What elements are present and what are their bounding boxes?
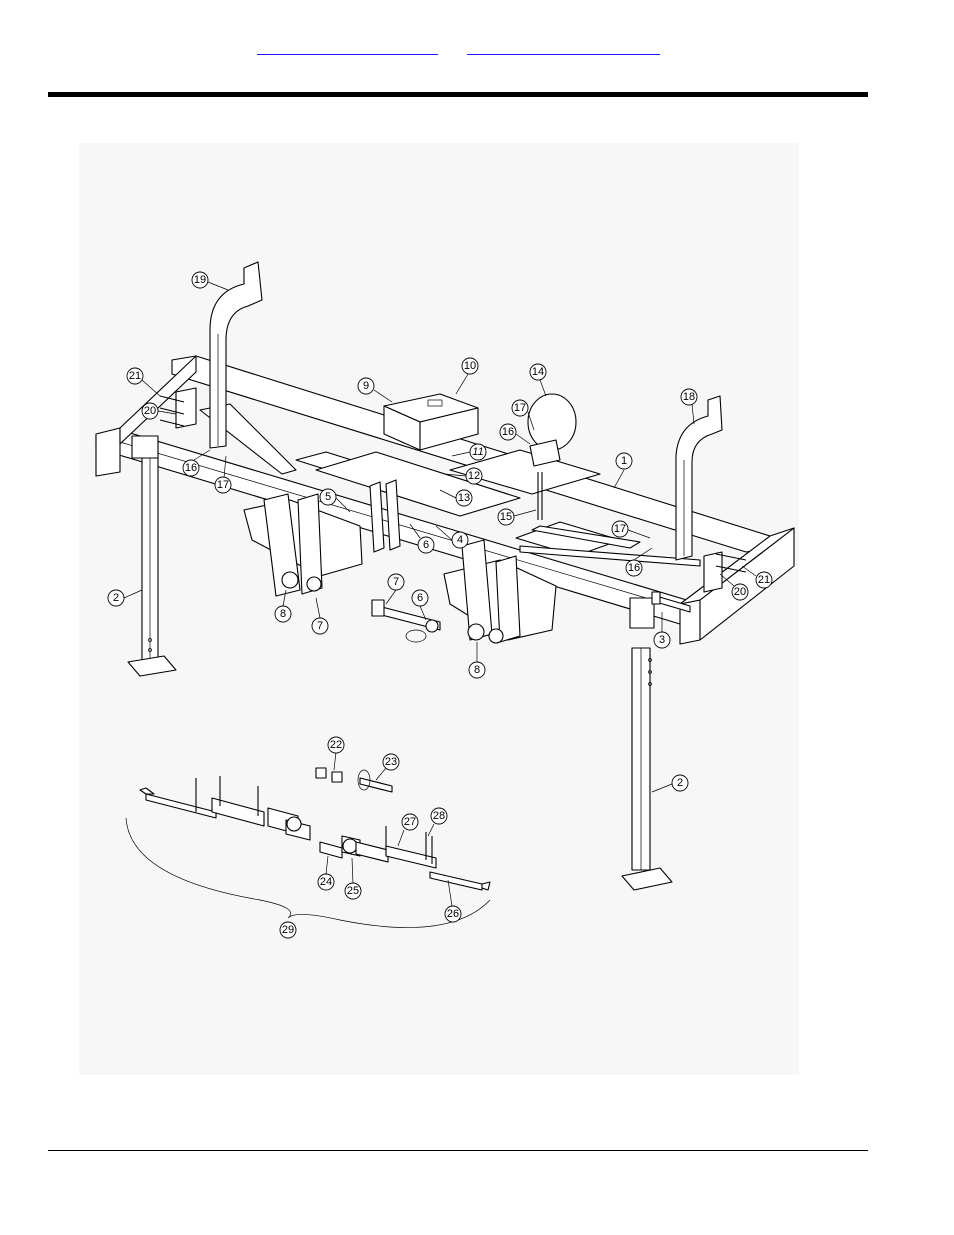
callout-7-top: 7 xyxy=(385,573,405,605)
callouts: 1 2 2 3 4 5 6 6 7 7 8 8 9 10 11 12 13 14… xyxy=(107,271,773,939)
svg-text:19: 19 xyxy=(194,274,206,286)
callout-27: 27 xyxy=(397,813,419,847)
hitch-plates-right xyxy=(443,539,557,644)
header-link-2[interactable] xyxy=(467,40,660,55)
svg-text:4: 4 xyxy=(457,534,463,546)
callout-6-lower: 6 xyxy=(411,589,429,621)
callout-23: 23 xyxy=(375,753,400,781)
callout-17-right: 17 xyxy=(611,520,651,539)
bracket-right xyxy=(703,551,747,593)
callout-3: 3 xyxy=(653,612,671,649)
svg-text:13: 13 xyxy=(458,492,470,504)
footer-rule xyxy=(48,1150,868,1151)
svg-text:8: 8 xyxy=(474,664,480,676)
callout-24: 24 xyxy=(317,855,335,891)
callout-22: 22 xyxy=(327,736,345,771)
callout-17-top: 17 xyxy=(511,399,535,431)
svg-text:17: 17 xyxy=(514,402,526,414)
svg-text:18: 18 xyxy=(683,391,695,403)
callout-29: 29 xyxy=(279,921,297,939)
svg-text:17: 17 xyxy=(614,523,626,535)
svg-text:27: 27 xyxy=(404,816,416,828)
callout-2-left: 2 xyxy=(107,589,143,607)
callout-25: 25 xyxy=(344,857,362,900)
svg-text:25: 25 xyxy=(347,885,359,897)
svg-text:16: 16 xyxy=(502,426,514,438)
svg-text:9: 9 xyxy=(363,380,369,392)
callout-13: 13 xyxy=(439,489,473,507)
parking-stand-left xyxy=(127,435,177,677)
callout-11: 11 xyxy=(451,443,487,461)
svg-text:6: 6 xyxy=(423,539,429,551)
parking-stand-right xyxy=(621,597,673,891)
svg-text:2: 2 xyxy=(113,592,119,604)
svg-text:6: 6 xyxy=(417,592,423,604)
svg-text:11: 11 xyxy=(472,446,483,458)
callout-14: 14 xyxy=(529,363,547,397)
callout-16-right: 16 xyxy=(625,547,653,577)
svg-text:12: 12 xyxy=(468,470,480,482)
svg-text:28: 28 xyxy=(433,810,445,822)
header-rule xyxy=(48,92,868,97)
callout-28: 28 xyxy=(427,807,448,837)
svg-text:23: 23 xyxy=(385,756,397,768)
callout-4: 4 xyxy=(435,525,469,549)
svg-text:21: 21 xyxy=(758,574,770,586)
callout-1: 1 xyxy=(613,452,633,489)
pin-assembly xyxy=(125,767,491,928)
header-link-1[interactable] xyxy=(257,40,438,55)
callout-6-top: 6 xyxy=(409,523,435,554)
callout-16-top: 16 xyxy=(499,423,531,445)
svg-text:1: 1 xyxy=(621,455,627,467)
loose-pin xyxy=(371,599,441,643)
callout-12: 12 xyxy=(443,467,483,485)
callout-16-left: 16 xyxy=(182,449,211,477)
callout-17-left: 17 xyxy=(214,455,232,494)
svg-text:22: 22 xyxy=(330,739,342,751)
callout-21-right: 21 xyxy=(741,565,773,589)
callout-15: 15 xyxy=(497,508,537,526)
callout-19: 19 xyxy=(191,271,229,291)
svg-text:3: 3 xyxy=(659,634,665,646)
svg-text:26: 26 xyxy=(447,908,459,920)
smv-sign xyxy=(527,393,577,520)
svg-text:8: 8 xyxy=(280,608,286,620)
svg-text:20: 20 xyxy=(734,586,746,598)
callout-8-left: 8 xyxy=(274,589,292,623)
callout-18: 18 xyxy=(680,388,698,425)
callout-21-left: 21 xyxy=(126,367,161,397)
stand-pin xyxy=(651,591,691,613)
callout-10: 10 xyxy=(455,357,479,395)
bracket-left xyxy=(159,387,197,429)
svg-text:29: 29 xyxy=(282,924,294,936)
callout-26: 26 xyxy=(444,879,462,923)
manual-holder xyxy=(383,393,479,451)
svg-text:7: 7 xyxy=(317,620,323,632)
svg-text:14: 14 xyxy=(532,366,544,378)
svg-text:20: 20 xyxy=(144,405,156,417)
svg-text:17: 17 xyxy=(217,479,229,491)
callout-9: 9 xyxy=(357,377,393,403)
hose-holder-left xyxy=(209,261,263,449)
svg-text:7: 7 xyxy=(393,576,399,588)
callout-8-right: 8 xyxy=(468,642,486,679)
hitch-plates-left xyxy=(243,493,363,597)
svg-text:15: 15 xyxy=(500,511,512,523)
svg-text:5: 5 xyxy=(325,491,331,503)
svg-text:16: 16 xyxy=(185,462,197,474)
callout-7-lower: 7 xyxy=(311,597,329,635)
center-plates xyxy=(369,479,401,553)
svg-text:16: 16 xyxy=(628,562,640,574)
svg-text:24: 24 xyxy=(320,876,332,888)
callout-20-left: 20 xyxy=(141,402,177,420)
callout-2-right: 2 xyxy=(651,774,689,793)
svg-text:2: 2 xyxy=(677,777,683,789)
svg-text:10: 10 xyxy=(464,360,476,372)
callout-20-right: 20 xyxy=(719,573,749,601)
callout-5: 5 xyxy=(319,488,351,513)
hose-holder-right xyxy=(675,395,723,561)
svg-text:21: 21 xyxy=(129,370,141,382)
